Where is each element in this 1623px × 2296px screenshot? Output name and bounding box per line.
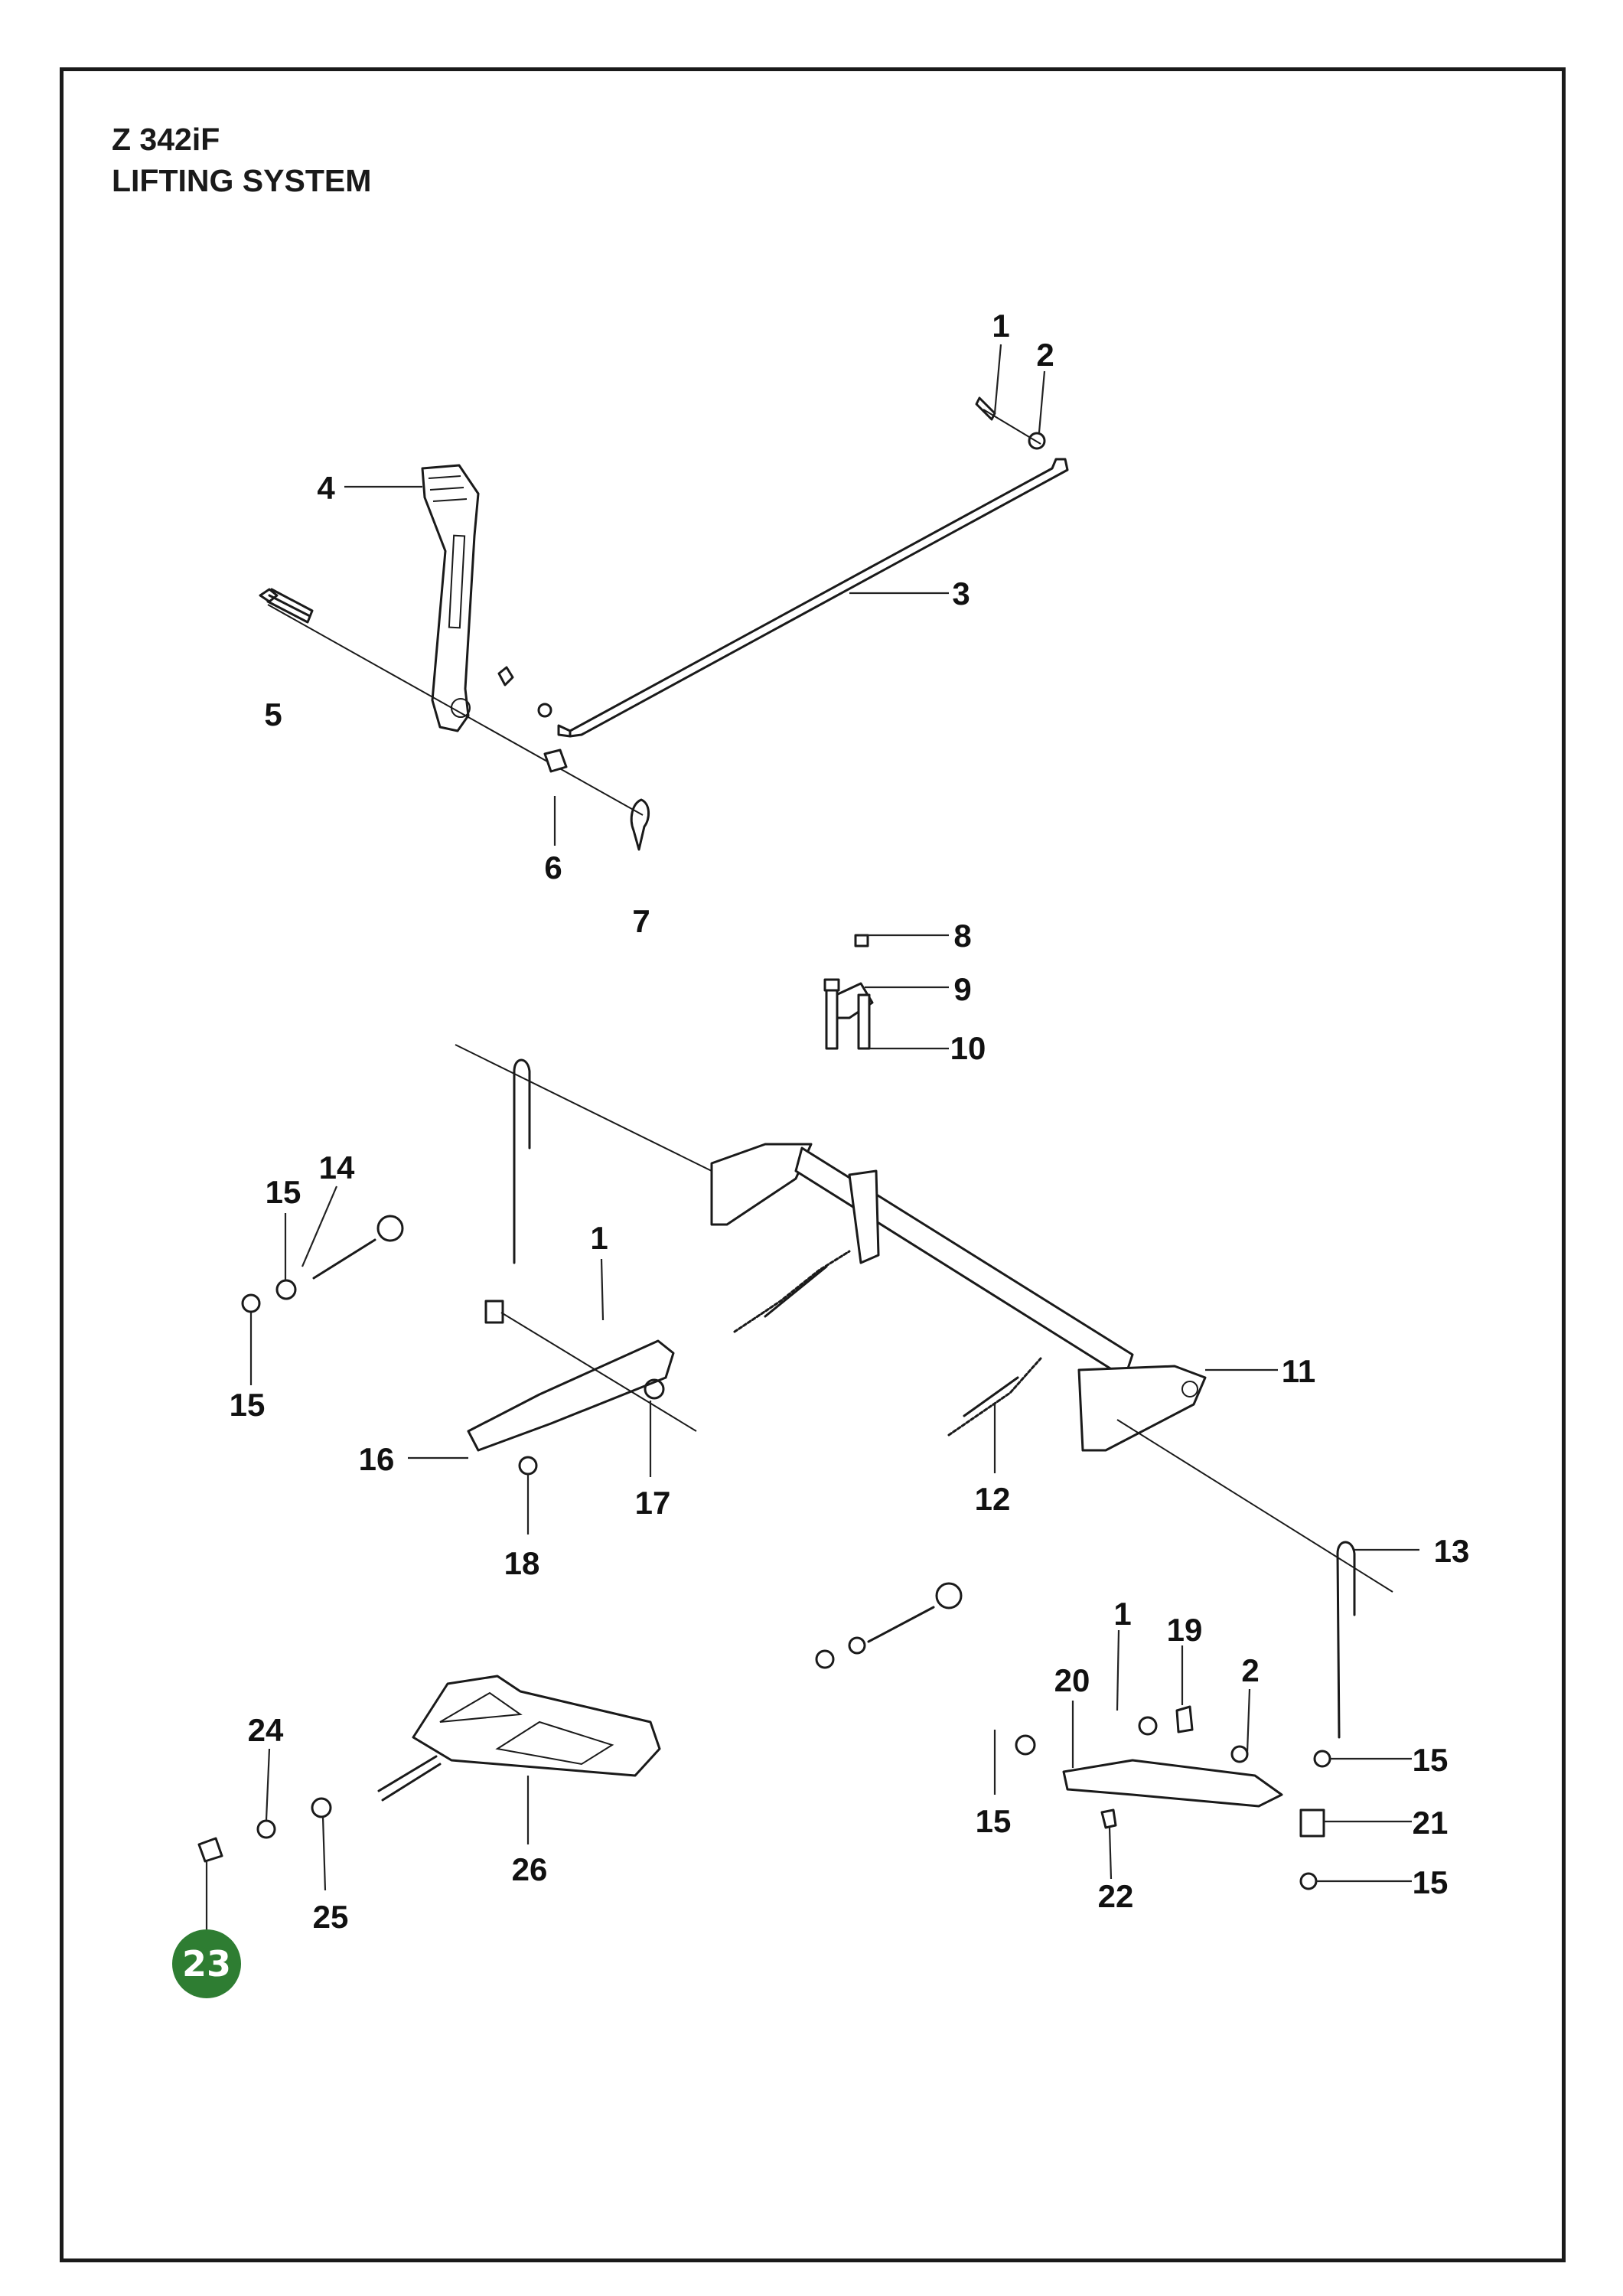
callout-labels: 1 2 3 4 5 6 7 8 9 10 14 15 15 1 11 16 17…	[230, 308, 1470, 1935]
callout-1b: 1	[590, 1220, 608, 1256]
callout-19: 19	[1167, 1612, 1203, 1648]
eye-bolt-left	[241, 1215, 404, 1313]
callout-24: 24	[248, 1712, 284, 1748]
pedal-hardware	[497, 666, 650, 851]
lift-rod	[557, 458, 1069, 738]
model-title: Z 342iF	[112, 122, 220, 157]
callout-1a: 1	[992, 308, 1009, 344]
callout-5: 5	[264, 696, 282, 732]
rod-clip-top	[975, 396, 1046, 450]
callout-18: 18	[504, 1545, 540, 1581]
callout-16: 16	[359, 1441, 395, 1477]
lift-arm-right	[1015, 1705, 1331, 1890]
callout-1c: 1	[1113, 1596, 1131, 1632]
callout-12: 12	[975, 1481, 1011, 1517]
callout-21: 21	[1413, 1805, 1449, 1841]
callout-2a: 2	[1036, 337, 1054, 373]
drawing-frame	[60, 67, 1566, 2262]
callout-15a: 15	[266, 1174, 301, 1210]
callout-9: 9	[953, 971, 971, 1007]
leader-lines	[205, 344, 1419, 1930]
callout-20: 20	[1054, 1662, 1090, 1698]
callout-10: 10	[950, 1030, 986, 1066]
callout-8: 8	[953, 918, 971, 954]
callout-15c: 15	[1413, 1742, 1449, 1778]
callout-13: 13	[1434, 1533, 1470, 1569]
callout-11: 11	[1282, 1353, 1315, 1389]
callout-15e: 15	[1413, 1864, 1449, 1900]
callout-26: 26	[512, 1851, 548, 1887]
section-title: LIFTING SYSTEM	[112, 163, 372, 198]
lift-pedal	[421, 464, 480, 732]
callout-17: 17	[635, 1485, 671, 1521]
callout-22: 22	[1098, 1878, 1134, 1914]
callout-15b: 15	[230, 1387, 266, 1423]
pivot-pin	[259, 588, 644, 816]
callout-15d: 15	[976, 1803, 1012, 1839]
foot-pedal-bracket	[197, 1675, 661, 1863]
callout-4: 4	[317, 470, 335, 506]
lift-springs	[733, 1250, 1042, 1437]
callout-6: 6	[544, 850, 562, 885]
callout-7: 7	[632, 903, 650, 939]
callout-3: 3	[952, 576, 970, 612]
eye-bolt-right	[815, 1582, 963, 1669]
callout-2b: 2	[1241, 1652, 1259, 1688]
callout-14: 14	[319, 1150, 355, 1186]
highlighted-callout-label: 23	[182, 1943, 231, 1985]
lift-shaft	[455, 1044, 1393, 1593]
lift-link-left	[513, 1058, 1356, 1739]
highlighted-callout-23[interactable]: 23	[172, 1929, 241, 1998]
callout-25: 25	[313, 1899, 349, 1935]
lift-arm-left	[467, 1300, 697, 1476]
strap-bracket	[823, 934, 874, 1050]
